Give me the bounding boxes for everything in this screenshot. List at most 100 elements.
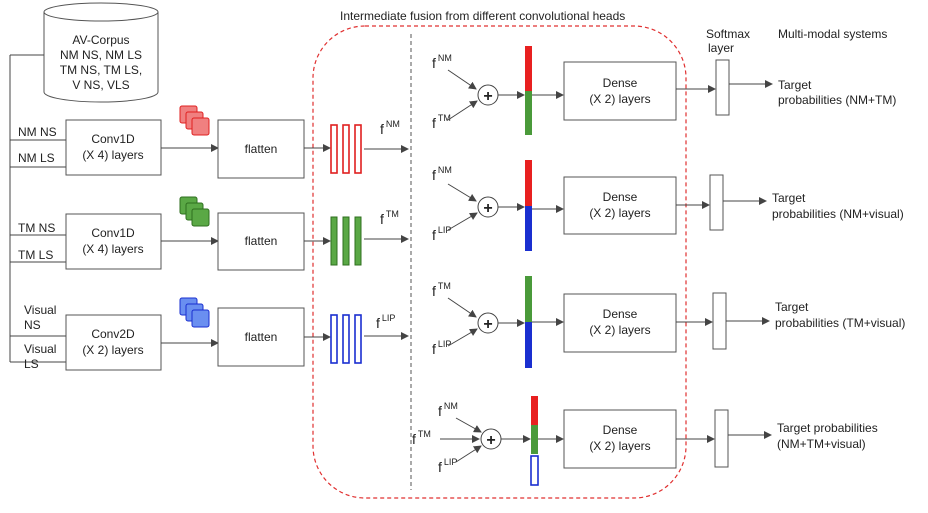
- dense-2-line2: (X 2) layers: [589, 206, 650, 220]
- softmax-block-3: [712, 292, 727, 350]
- flattened-vectors-green: [330, 216, 362, 266]
- flattened-vectors-blue: [330, 314, 362, 364]
- target-2-line1: Target: [772, 191, 806, 205]
- dense-3-line2: (X 2) layers: [589, 323, 650, 337]
- feature-maps-blue-icon: [179, 297, 210, 328]
- target-1-line2: probabilities (NM+TM): [778, 93, 896, 107]
- fusion-4-arrow-in-3: [455, 445, 482, 463]
- dense-block-1: [563, 61, 677, 121]
- fusion-region-border: [312, 25, 687, 499]
- input-label-tm-ns: TM NS: [18, 221, 55, 235]
- fusion-4-plus-symbol: +: [486, 432, 495, 449]
- target-1-line1: Target: [778, 78, 812, 92]
- fusion-3-vector-green: [525, 276, 532, 322]
- fusion-1-arrow-in-1: [447, 69, 477, 90]
- corpus-line-1: AV-Corpus: [72, 33, 129, 47]
- input-label-nm-ls: NM LS: [18, 151, 55, 165]
- conv-block-2-line2: (X 4) layers: [82, 242, 143, 256]
- corpus-line-3: TM NS, TM LS,: [60, 63, 142, 77]
- fusion-2-vector-red: [525, 160, 532, 206]
- softmax-block-2: [709, 174, 724, 231]
- softmax-label-line1: Softmax: [706, 27, 750, 41]
- flattened-vectors-red: [330, 124, 362, 174]
- feature-maps-red-icon: [179, 105, 210, 136]
- conv-block-2-line1: Conv1D: [91, 226, 135, 240]
- fusion-2-vector-blue: [525, 206, 532, 251]
- fusion-3-arrow-in-2: [447, 328, 478, 347]
- softmax-label-line2: layer: [708, 41, 734, 55]
- dense-2-line1: Dense: [603, 190, 638, 204]
- conv-block-3-line1: Conv2D: [91, 327, 135, 341]
- fusion-4-arrow-in-1: [455, 417, 482, 433]
- dense-1-line2: (X 2) layers: [589, 92, 650, 106]
- softmax-block-1: [715, 59, 730, 116]
- flatten-label-3: flatten: [245, 330, 278, 344]
- fusion-3-vector-blue: [525, 322, 532, 368]
- fusion-3-arrow-in-1: [447, 297, 477, 318]
- input-label-visual-ls-1: Visual: [24, 342, 56, 356]
- input-label-nm-ns: NM NS: [18, 125, 57, 139]
- flatten-label-1: flatten: [245, 142, 278, 156]
- flatten-block-2: [217, 212, 305, 271]
- target-2-line2: probabilities (NM+visual): [772, 207, 904, 221]
- fusion-1-plus-symbol: +: [483, 88, 492, 105]
- dense-4-line1: Dense: [603, 423, 638, 437]
- flatten-label-2: flatten: [245, 234, 278, 248]
- feature-maps-green-icon: [179, 196, 210, 227]
- conv-block-1-line2: (X 4) layers: [82, 148, 143, 162]
- dense-4-line2: (X 2) layers: [589, 439, 650, 453]
- fusion-2-plus-symbol: +: [483, 200, 492, 217]
- systems-title: Multi-modal systems: [778, 27, 887, 41]
- fusion-4-vector-green: [531, 425, 538, 454]
- target-3-line1: Target: [775, 300, 809, 314]
- conv-block-3-line2: (X 2) layers: [82, 343, 143, 357]
- fusion-1-vector-red: [525, 46, 532, 91]
- fusion-3-plus-symbol: +: [483, 316, 492, 333]
- flatten-block-1: [217, 119, 305, 179]
- fusion-1-arrow-in-2: [447, 100, 478, 121]
- dense-block-4: [563, 409, 677, 469]
- av-corpus-database: AV-Corpus NM NS, NM LS TM NS, TM LS, V N…: [43, 2, 159, 103]
- dense-1-line1: Dense: [603, 76, 638, 90]
- dense-block-2: [563, 176, 677, 235]
- target-3-line2: probabilities (TM+visual): [775, 316, 905, 330]
- input-label-visual-ls-2: LS: [24, 357, 39, 371]
- fusion-2-arrow-in-2: [447, 212, 478, 231]
- flatten-block-3: [217, 307, 305, 367]
- target-4-line1: Target probabilities: [777, 421, 878, 435]
- corpus-line-2: NM NS, NM LS: [60, 48, 142, 62]
- target-4-line2: (NM+TM+visual): [777, 437, 866, 451]
- fusion-1-vector-green: [525, 91, 532, 135]
- fusion-4-vector-blue: [530, 455, 539, 486]
- dense-3-line1: Dense: [603, 307, 638, 321]
- conv-block-1-line1: Conv1D: [91, 132, 135, 146]
- input-label-tm-ls: TM LS: [18, 248, 53, 262]
- conv1d-block-nm: [65, 119, 162, 176]
- input-label-visual-ns-1: Visual: [24, 303, 56, 317]
- fusion-title: Intermediate fusion from different convo…: [340, 9, 625, 23]
- fusion-4-vector-red: [531, 396, 538, 425]
- corpus-line-4: V NS, VLS: [72, 78, 129, 92]
- fusion-2-arrow-in-1: [447, 183, 477, 202]
- dense-block-3: [563, 293, 677, 353]
- input-label-visual-ns-2: NS: [24, 318, 41, 332]
- softmax-block-4: [714, 409, 729, 468]
